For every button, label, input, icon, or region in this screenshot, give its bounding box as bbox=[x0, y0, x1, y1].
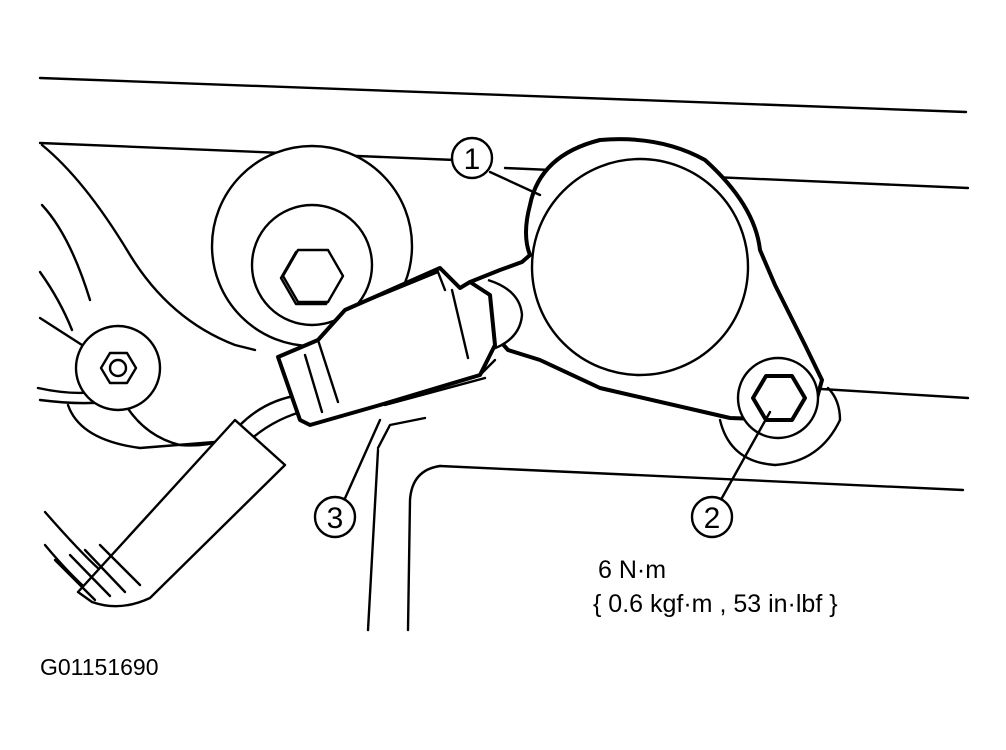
torque-spec-metric: 6 N·m bbox=[598, 556, 666, 584]
leader-lines bbox=[340, 170, 772, 507]
callout-3-label: 3 bbox=[327, 502, 344, 535]
pulley-boss bbox=[210, 144, 414, 348]
callout-circle bbox=[690, 495, 734, 539]
figure-code: G01151690 bbox=[40, 654, 159, 680]
left-engine-components bbox=[36, 143, 257, 594]
callout-circle bbox=[450, 136, 494, 180]
callout-2: 2 bbox=[690, 495, 734, 539]
torque-spec-converted: { 0.6 kgf·m , 53 in·lbf } bbox=[593, 590, 838, 618]
callout-3: 3 bbox=[313, 495, 357, 539]
callout-1: 1 bbox=[450, 136, 494, 180]
sensor-connector bbox=[53, 266, 497, 608]
callout-circle bbox=[313, 495, 357, 539]
idler-bolt-head bbox=[99, 351, 138, 385]
callout-2-label: 2 bbox=[704, 502, 721, 535]
sensor-bracket bbox=[468, 137, 824, 440]
callout-1-label: 1 bbox=[464, 143, 481, 176]
